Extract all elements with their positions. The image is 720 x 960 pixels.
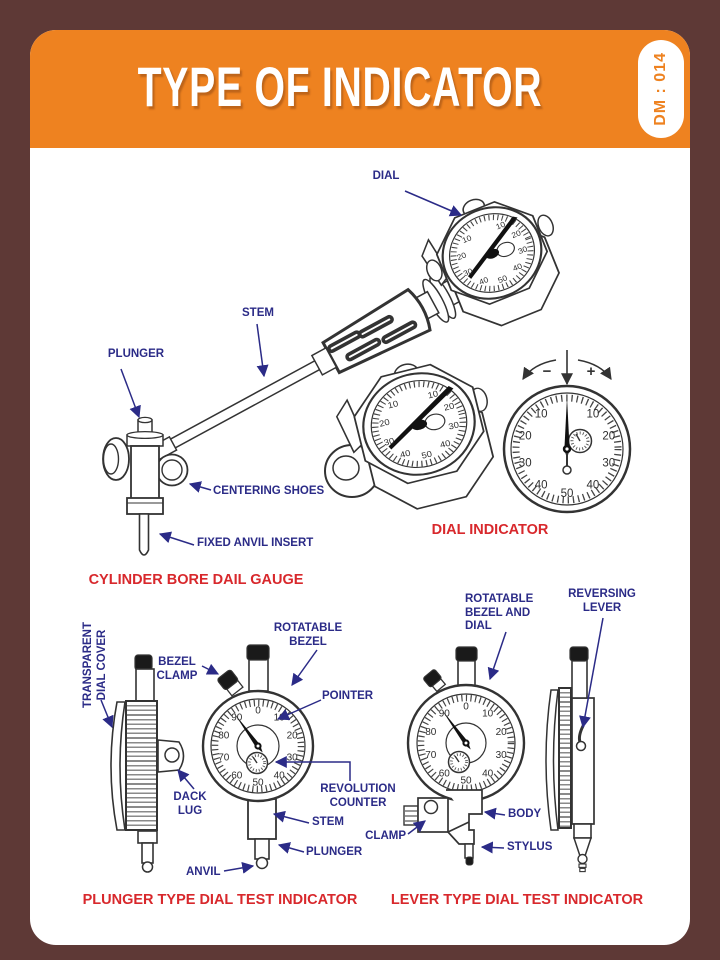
- dial-number: 20: [602, 431, 615, 443]
- label-transparent-dial-cover: TRANSPARENT DIAL COVER: [82, 621, 108, 709]
- label-stylus: STYLUS: [507, 841, 553, 853]
- dial-number: 40: [535, 480, 548, 492]
- dial-number: 30: [447, 420, 460, 432]
- dial-number: 10: [535, 409, 548, 421]
- dial-number: 50: [561, 488, 574, 500]
- dial-number: 20: [496, 727, 508, 738]
- dial-number: 20: [287, 731, 299, 742]
- lever-side-ribbed-bezel: [558, 687, 572, 829]
- label-clamp: CLAMP: [365, 830, 406, 842]
- dial-number: 30: [517, 244, 529, 256]
- dial-number: 20: [519, 431, 532, 443]
- dial-number: 30: [383, 436, 396, 448]
- poster-title: TYPE OF INDICATOR: [137, 55, 543, 118]
- dial-number: 20: [443, 401, 456, 413]
- label-stem: STEM: [242, 307, 274, 319]
- dial-number: 0: [255, 706, 261, 717]
- dial-number: 50: [252, 778, 264, 789]
- dial-number: 40: [439, 438, 452, 450]
- code-badge: DM : 014: [638, 40, 684, 138]
- dial-number: 70: [425, 750, 437, 761]
- dial-number: 50: [460, 776, 472, 787]
- label-bezel-clamp: BEZEL CLAMP: [156, 656, 198, 682]
- dial-number: 20: [510, 228, 522, 240]
- dial-number: 80: [425, 727, 437, 738]
- dial-number: 10: [427, 389, 440, 401]
- label-revolution-counter: REVOLUTION COUNTER: [320, 783, 396, 809]
- plunger-side-ribbed-bezel: [125, 700, 158, 831]
- title-plunger-type: PLUNGER TYPE DIAL TEST INDICATOR: [82, 892, 358, 908]
- label-rotatable-bezel: ROTATABLE BEZEL: [273, 622, 343, 648]
- dial-number: 50: [497, 273, 509, 285]
- leader-lines: [100, 190, 604, 874]
- label-dial: DIAL: [372, 170, 400, 182]
- dial-number: 40: [399, 448, 412, 460]
- dial-number: 40: [587, 480, 600, 492]
- dial-number: 50: [420, 449, 433, 461]
- header-banner: TYPE OF INDICATOR DM : 014: [30, 30, 690, 148]
- dial-number: 30: [602, 458, 615, 470]
- plus-sign: +: [587, 363, 596, 380]
- dial-number: 60: [231, 771, 243, 782]
- label-fixed-anvil-insert: FIXED ANVIL INSERT: [197, 537, 314, 549]
- dial-number: 90: [439, 709, 451, 720]
- dial-number: 40: [511, 262, 523, 274]
- dial-number: 20: [378, 417, 391, 429]
- label-rotatable-bezel-and-dial: ROTATABLE BEZEL AND DIAL: [465, 593, 534, 633]
- dial-number: 10: [482, 709, 494, 720]
- dial-number: 30: [496, 750, 508, 761]
- dial-number: 40: [478, 275, 490, 287]
- dial-number: 60: [439, 769, 451, 780]
- title-dial-indicator: DIAL INDICATOR: [431, 522, 549, 538]
- label-centering-shoes: CENTERING SHOES: [213, 485, 325, 497]
- label-plunger-2: PLUNGER: [306, 846, 363, 858]
- dial-number: 90: [231, 713, 243, 724]
- label-stem-2: STEM: [312, 816, 344, 828]
- bore-gauge-plunger-assembly: [102, 416, 189, 556]
- label-dack-lug: DACK LUG: [173, 791, 207, 817]
- title-cylinder-bore-gauge: CYLINDER BORE DAIL GAUGE: [88, 572, 304, 588]
- label-pointer: POINTER: [322, 690, 374, 702]
- dial-number: 70: [218, 753, 230, 764]
- dial-number: 10: [495, 220, 507, 232]
- dial-number: 30: [287, 753, 299, 764]
- dial-number: 0: [463, 702, 469, 713]
- dial-number: 10: [461, 233, 473, 245]
- lever-type-side-view: [545, 646, 595, 873]
- dial-number: 10: [587, 409, 600, 421]
- label-anvil: ANVIL: [186, 866, 221, 878]
- dial-number: 10: [387, 399, 400, 411]
- dial-number: 30: [519, 458, 532, 470]
- label-reversing-lever: REVERSING LEVER: [568, 588, 636, 614]
- dial-number: 40: [274, 771, 286, 782]
- dial-number: 40: [482, 769, 494, 780]
- dial-number: 80: [218, 731, 230, 742]
- minus-sign: −: [543, 363, 552, 380]
- dial-number: 20: [456, 251, 468, 263]
- label-plunger: PLUNGER: [107, 348, 165, 360]
- dial-number: 30: [462, 266, 474, 278]
- title-lever-type: LEVER TYPE DIAL TEST INDICATOR: [390, 892, 644, 908]
- plunger-type-side-view: [110, 654, 185, 873]
- dial-indicator-side-plunger-bore: [332, 455, 360, 481]
- label-body: BODY: [508, 808, 542, 820]
